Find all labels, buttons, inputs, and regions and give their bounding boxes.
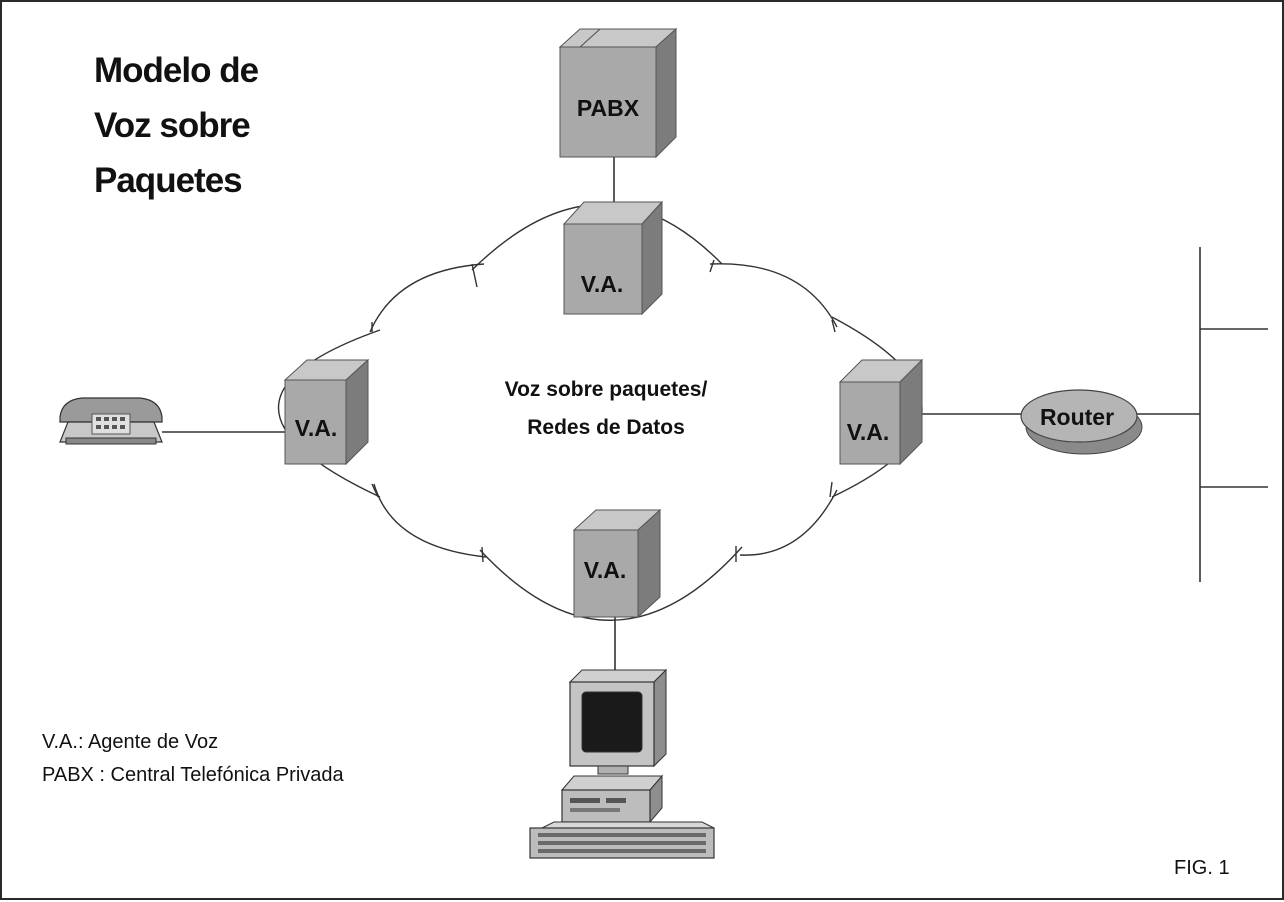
pabx-label: PABX: [577, 95, 640, 121]
cloud-label-line-1: Voz sobre paquetes/: [505, 378, 708, 401]
title-line-2: Voz sobre: [94, 106, 250, 145]
cloud-arc-bottom-left: [373, 483, 487, 558]
router-label: Router: [1040, 404, 1114, 430]
computer-icon: [529, 668, 715, 859]
cloud-arc-top-right: [709, 263, 838, 328]
va-bottom-label: V.A.: [584, 557, 627, 583]
cloud-label-line-2: Redes de Datos: [527, 416, 685, 439]
va-box-bottom: V.A.: [572, 508, 662, 619]
packet-network-cloud: [278, 203, 923, 621]
va-top-label: V.A.: [581, 271, 624, 297]
va-box-right: V.A.: [838, 358, 924, 466]
legend-va: V.A.: Agente de Voz: [42, 731, 218, 753]
va-left-label: V.A.: [295, 415, 338, 441]
router-node: Router: [1020, 389, 1143, 455]
va-box-left: V.A.: [283, 358, 370, 466]
telephone-icon: [59, 397, 163, 445]
legend: V.A.: Agente de Voz PABX : Central Telef…: [42, 731, 345, 786]
cloud-arc-left: [278, 329, 381, 498]
legend-pabx: PABX : Central Telefónica Privada: [42, 764, 345, 786]
cloud-arc-top-left: [369, 263, 485, 333]
cloud-label: Voz sobre paquetes/ Redes de Datos: [505, 378, 708, 439]
va-right-label: V.A.: [847, 419, 890, 445]
lan-bus: [1199, 247, 1268, 582]
connections: [162, 157, 1200, 670]
title-line-3: Paquetes: [94, 161, 242, 200]
title-line-1: Modelo de: [94, 51, 259, 90]
va-box-top: V.A.: [562, 200, 664, 316]
figure-label: FIG. 1: [1174, 857, 1230, 879]
cloud-arc-bottom: [479, 546, 743, 621]
cloud-arc-bottom-right: [739, 489, 838, 556]
diagram-title: Modelo de Voz sobre Paquetes: [94, 51, 260, 200]
pabx-box: PABX: [558, 27, 678, 159]
